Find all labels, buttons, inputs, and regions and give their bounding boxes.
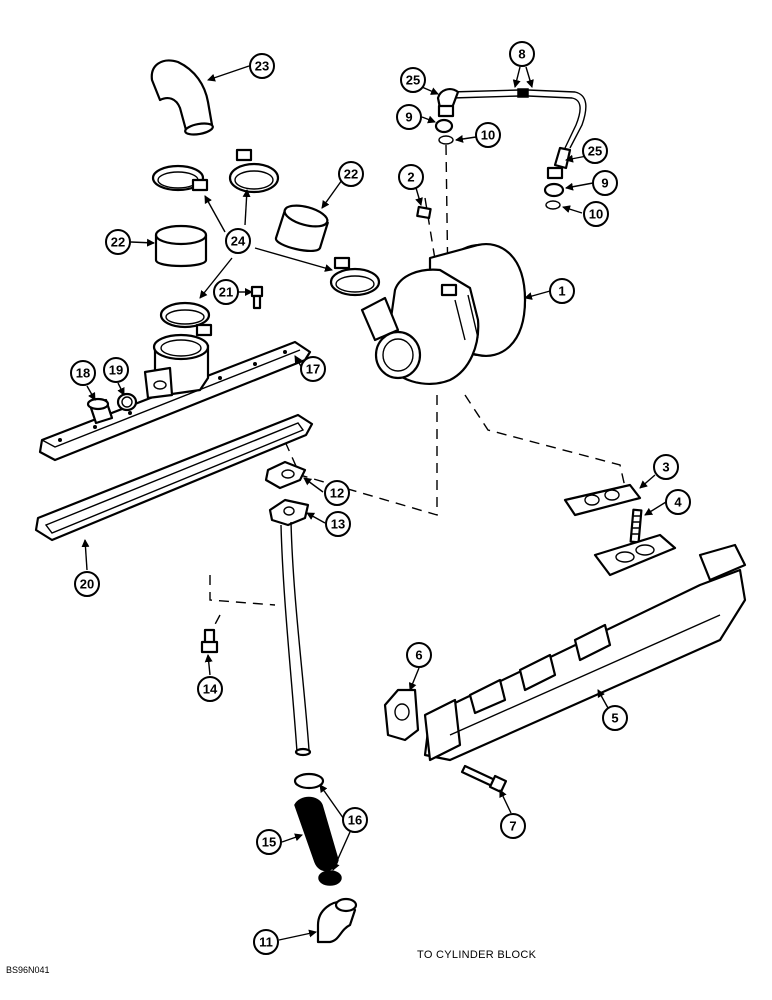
nut-part-9-lower (543, 182, 565, 198)
assembly-dashed-lines (209, 144, 626, 631)
callout-1-number: 1 (558, 284, 565, 299)
callout-15-number: 15 (262, 835, 276, 850)
callout-17-number: 17 (306, 362, 320, 377)
oil-line-part-8 (436, 88, 587, 170)
callout-25-upper: 25 (400, 67, 426, 93)
caption-to-cylinder-block: TO CYLINDER BLOCK (417, 949, 537, 961)
callout-10-lower: 10 (583, 201, 609, 227)
callout-5: 5 (602, 705, 628, 731)
fitting-part-25-lower (546, 166, 564, 180)
callout-8: 8 (509, 41, 535, 67)
callout-24-number: 24 (231, 234, 246, 249)
callout-16: 16 (342, 807, 368, 833)
callout-3: 3 (653, 454, 679, 480)
callout-9-lower: 9 (592, 170, 618, 196)
clamp-part-16 (293, 772, 342, 886)
callout-25-number: 25 (588, 144, 602, 159)
elbow-part-11 (316, 897, 358, 944)
callout-19: 19 (103, 357, 129, 383)
callout-10-upper: 10 (475, 122, 501, 148)
callout-2-number: 2 (407, 170, 414, 185)
callout-3-number: 3 (662, 460, 669, 475)
manifold-gasket-part-6 (383, 688, 420, 742)
turbocharger-part-1 (360, 243, 527, 385)
callout-23-number: 23 (255, 59, 269, 74)
callout-20-number: 20 (80, 577, 94, 592)
intake-cover-part-17 (38, 333, 312, 462)
callout-13: 13 (325, 511, 351, 537)
callout-12-number: 12 (330, 486, 344, 501)
callout-5-number: 5 (611, 711, 618, 726)
callout-12: 12 (324, 480, 350, 506)
elbow-hose-part-23 (150, 59, 214, 136)
callout-4-number: 4 (674, 495, 682, 510)
callout-1: 1 (549, 278, 575, 304)
callout-9-number: 9 (601, 176, 608, 191)
callout-10-number: 10 (481, 128, 495, 143)
callout-4: 4 (665, 489, 691, 515)
callout-17: 17 (300, 356, 326, 382)
fitting-part-25-upper (437, 104, 455, 118)
callout-19-number: 19 (109, 363, 123, 378)
bolt-part-7 (460, 764, 508, 794)
callout-14-number: 14 (203, 682, 218, 697)
plug-part-18 (86, 397, 114, 425)
hose-clamp-part-24 (151, 148, 381, 337)
o-ring-part-10-lower (545, 200, 561, 210)
callout-25-number: 25 (406, 73, 420, 88)
oil-drain-tube (280, 521, 312, 757)
nut-part-9-upper (434, 118, 454, 134)
callout-6-number: 6 (415, 648, 422, 663)
callout-25-lower: 25 (582, 138, 608, 164)
o-ring-part-10-upper (438, 135, 454, 145)
callout-11-number: 11 (259, 935, 273, 950)
callout-18-number: 18 (76, 366, 90, 381)
callout-23: 23 (249, 53, 275, 79)
callout-7-number: 7 (509, 819, 516, 834)
callout-6: 6 (406, 642, 432, 668)
screw-part-14 (200, 628, 219, 654)
turbo-gasket-part-3 (563, 483, 642, 517)
hose-part-15 (294, 796, 339, 872)
callout-2: 2 (398, 164, 424, 190)
fitting-part-2 (416, 205, 432, 220)
flange-gasket-part-12 (264, 460, 307, 490)
callout-9-number: 9 (405, 110, 412, 125)
callout-22-number: 22 (111, 235, 125, 250)
callout-21: 21 (213, 279, 239, 305)
callout-15: 15 (256, 829, 282, 855)
callout-8-number: 8 (518, 47, 525, 62)
callout-22-left: 22 (105, 229, 131, 255)
callout-7: 7 (500, 813, 526, 839)
screw-part-21 (250, 285, 264, 310)
callout-9-upper: 9 (396, 104, 422, 130)
figure-code: BS96N041 (6, 965, 50, 975)
callout-10-number: 10 (589, 207, 603, 222)
callout-14: 14 (197, 676, 223, 702)
callout-13-number: 13 (331, 517, 345, 532)
callout-20: 20 (74, 571, 100, 597)
callout-11: 11 (253, 929, 279, 955)
exhaust-manifold-part-5 (423, 533, 747, 762)
seal-ring-part-19 (116, 392, 138, 412)
hose-sleeve-part-22 (154, 204, 330, 268)
drain-flange-part-13 (268, 498, 310, 527)
callout-21-number: 21 (219, 285, 233, 300)
callout-24: 24 (225, 228, 251, 254)
callout-18: 18 (70, 360, 96, 386)
stud-part-4 (629, 508, 643, 544)
gasket-part-20 (34, 413, 314, 542)
callout-22-number: 22 (344, 167, 358, 182)
callout-22-right: 22 (338, 161, 364, 187)
callout-16-number: 16 (348, 813, 362, 828)
